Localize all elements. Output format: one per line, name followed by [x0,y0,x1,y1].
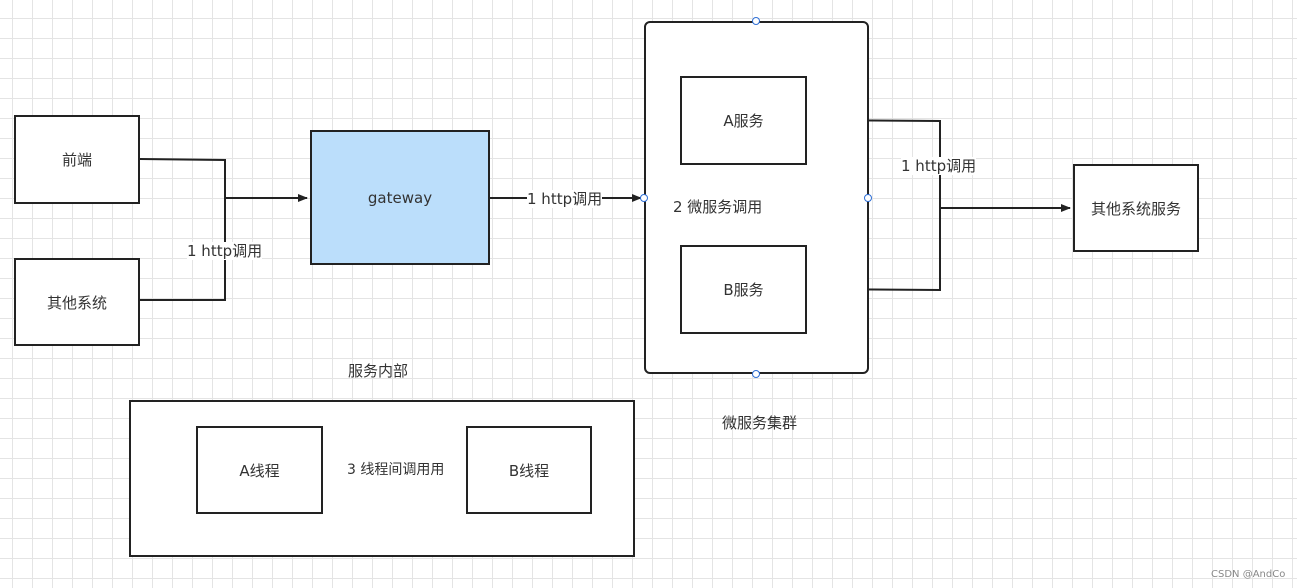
selection-handle-top[interactable] [752,17,760,25]
other-system-service-node[interactable]: 其他系统服务 [1073,164,1199,252]
edge-label-http-right: 1 http调用 [901,157,977,175]
other-system-service-label: 其他系统服务 [1090,199,1181,218]
service-a-label: A服务 [723,112,764,130]
selection-handle-bottom[interactable] [752,370,760,378]
edge-label-http-left: 1 http调用 [187,242,263,260]
selection-handle-right[interactable] [864,194,872,202]
thread-a-label: A线程 [239,461,280,480]
edge-label-thread-call: 3 线程间调用用 [347,461,445,479]
edge-label-microservice-call: 2 微服务调用 [673,198,763,216]
thread-b-label: B线程 [508,461,550,480]
edge-frontend-to-junction [139,158,226,198]
frontend-label: 前端 [61,151,92,169]
group-label-microservice-cluster: 微服务集群 [722,414,798,432]
edge-label-http-gateway: 1 http调用 [527,190,603,208]
thread-b-node[interactable]: B线程 [466,426,592,514]
frontend-node[interactable]: 前端 [14,115,140,204]
other-system-label: 其他系统 [46,293,107,312]
thread-a-node[interactable]: A线程 [196,426,323,514]
gateway-node[interactable]: gateway [310,130,490,265]
edge-other-system-to-junction [140,198,226,301]
group-label-service-internal: 服务内部 [348,362,409,380]
other-system-node[interactable]: 其他系统 [14,258,140,346]
watermark: CSDN @AndCo [1211,569,1286,580]
service-a-node[interactable]: A服务 [680,76,807,165]
selection-handle-left[interactable] [640,194,648,202]
service-b-node[interactable]: B服务 [680,245,807,334]
service-b-label: B服务 [723,281,764,299]
gateway-label: gateway [367,188,433,207]
